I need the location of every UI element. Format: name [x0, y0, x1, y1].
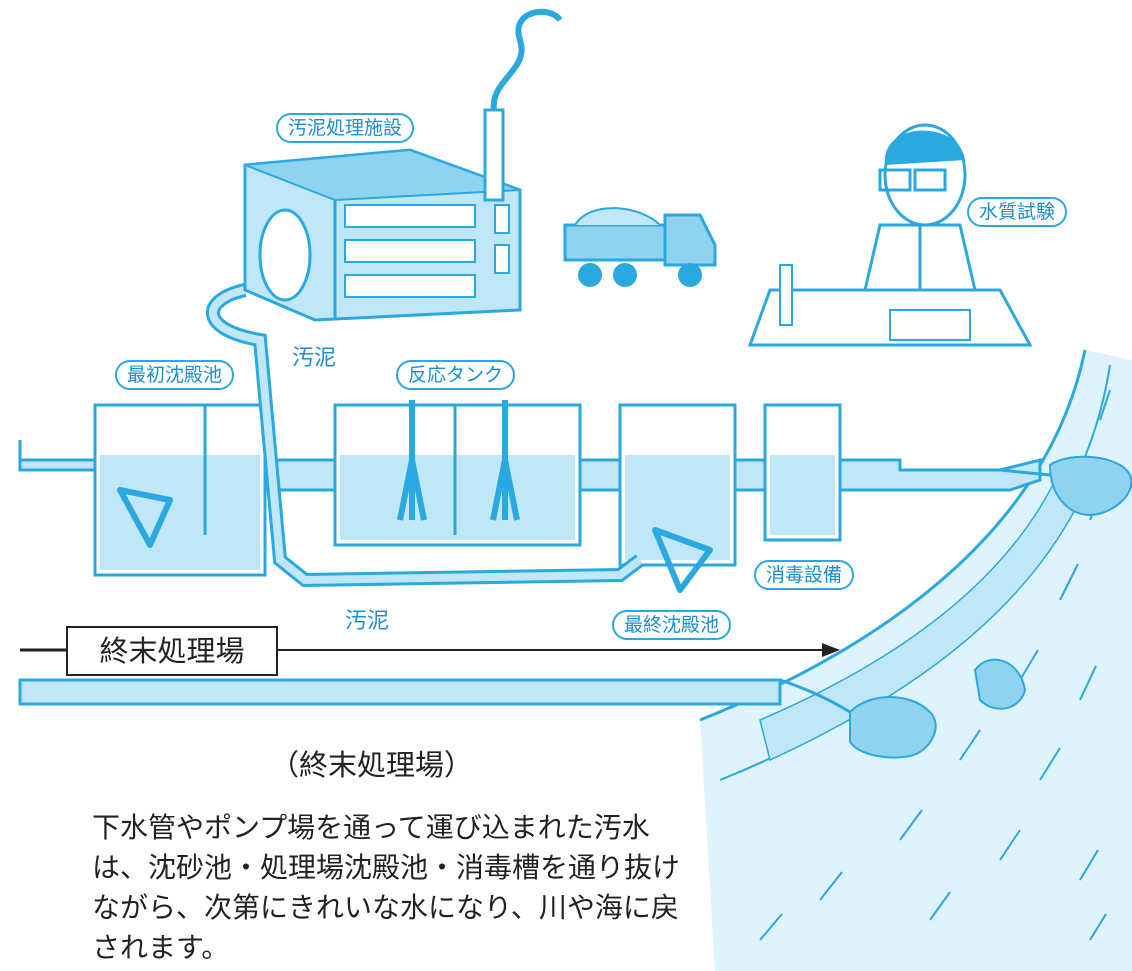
reaction-tank [333, 400, 582, 547]
dump-truck [563, 207, 717, 287]
sludge-pipe [206, 283, 645, 588]
disinfection-tank [763, 403, 842, 542]
label-reaction-tank: 反応タンク [396, 360, 516, 390]
facility-name-box: 終末処理場 [66, 626, 278, 676]
primary-settling-tank [93, 403, 267, 577]
sludge-building [243, 8, 563, 322]
label-primary-tank: 最初沈殿池 [115, 360, 235, 390]
label-sludge-facility: 汚泥処理施設 [276, 113, 415, 143]
fish [973, 658, 1027, 710]
label-sludge-lower: 汚泥 [345, 609, 390, 634]
label-sludge-upper: 汚泥 [292, 346, 337, 371]
scientist [747, 123, 1033, 347]
final-settling-tank [618, 403, 737, 593]
label-water-test: 水質試験 [967, 197, 1068, 227]
caption-title: （終末処理場） [270, 748, 474, 782]
outfall-pipe [18, 678, 937, 759]
process-arrow [20, 643, 840, 657]
label-final-tank: 最終沈殿池 [612, 610, 732, 640]
label-disinfection: 消毒設備 [754, 560, 855, 590]
caption-body: 下水管やポンプ場を通って運び込まれた汚水は、沈砂池・処理場沈殿池・消毒槽を通り抜… [92, 811, 681, 964]
